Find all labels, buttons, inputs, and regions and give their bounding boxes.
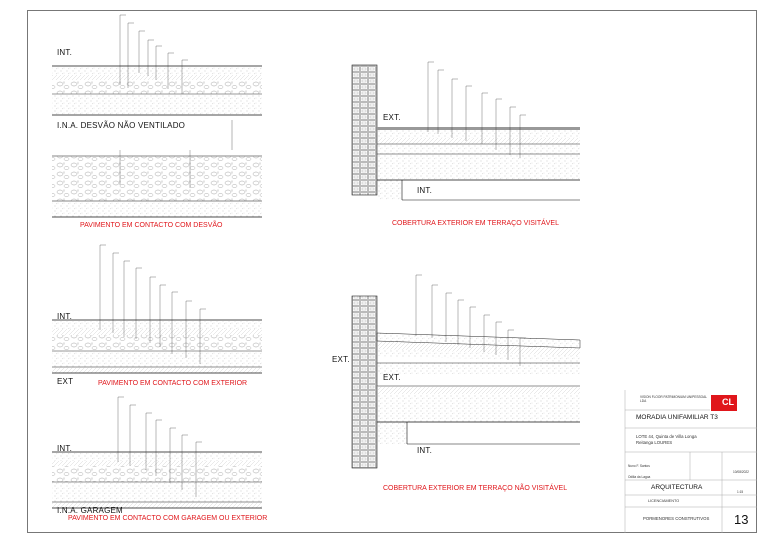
label-ext-4b: EXT. bbox=[383, 373, 401, 382]
label-ext-4a: EXT. bbox=[332, 355, 350, 364]
label-loft: I.N.A. DESVÃO NÃO VENTILADO bbox=[57, 121, 186, 130]
label-ext-2: EXT. bbox=[383, 113, 401, 122]
checker-name: Odilia da Lagoa bbox=[628, 475, 651, 479]
project-phase: LICENCIAMENTO bbox=[648, 499, 680, 503]
detail-floor-exterior bbox=[52, 244, 262, 374]
designer-name: Nuno F. Santos bbox=[628, 464, 650, 468]
detail-floor-loft bbox=[52, 14, 262, 218]
detail-floor-garage bbox=[52, 396, 262, 509]
title-non-walkable-terrace: COBERTURA EXTERIOR EM TERRAÇO NÃO VISITÁ… bbox=[383, 485, 568, 492]
drawing-scale: 1:15 bbox=[737, 490, 744, 494]
project-name: MORADIA UNIFAMILIAR T3 bbox=[636, 414, 718, 421]
sheet-frame bbox=[27, 10, 757, 533]
drawing-name: PORMENORES CONSTRUTIVOS bbox=[643, 516, 710, 521]
label-garage: I.N.A. GARAGEM bbox=[57, 506, 123, 515]
title-walkable-terrace: COBERTURA EXTERIOR EM TERRAÇO VISITÁVEL bbox=[392, 220, 559, 227]
location-line-2: Reitanga LOURES bbox=[636, 440, 673, 445]
title-floor-exterior: PAVIMENTO EM CONTACTO COM EXTERIOR bbox=[98, 380, 248, 387]
label-int-1: INT. bbox=[57, 48, 73, 57]
specialty: ARQUITECTURA bbox=[651, 484, 703, 491]
label-int-2: INT. bbox=[417, 186, 433, 195]
title-floor-loft: PAVIMENTO EM CONTACTO COM DESVÃO bbox=[80, 222, 223, 229]
detail-non-walkable-terrace bbox=[351, 274, 581, 469]
sheet-number: 13 bbox=[734, 512, 749, 527]
drawing-date: 10/08/2022 bbox=[733, 470, 749, 474]
company-logo: CL bbox=[711, 395, 737, 411]
label-int-5: INT. bbox=[57, 444, 73, 453]
label-ext-3: EXT bbox=[57, 377, 74, 386]
location-line-1: LOTE 44, Quinta de Villa Longa bbox=[636, 434, 697, 439]
owner-name: VISION FLOOR PATRIMONIUM UNIPESSOAL LDA bbox=[640, 395, 707, 403]
title-block-lines bbox=[624, 390, 757, 533]
title-floor-garage: PAVIMENTO EM CONTACTO COM GARAGEM OU EXT… bbox=[68, 515, 268, 522]
detail-walkable-terrace bbox=[351, 61, 580, 201]
label-int-3: INT. bbox=[57, 312, 73, 321]
label-int-4: INT. bbox=[417, 446, 433, 455]
